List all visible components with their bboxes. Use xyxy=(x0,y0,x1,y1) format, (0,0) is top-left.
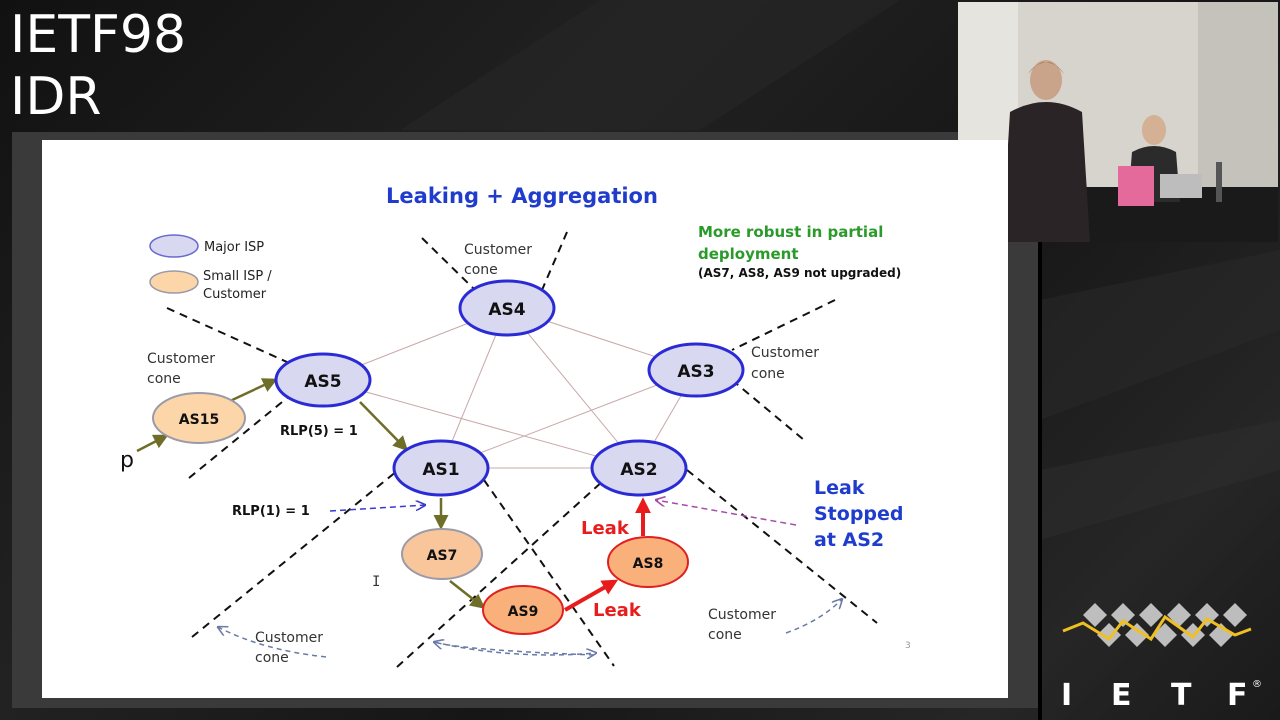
note-line1: More robust in partial xyxy=(698,223,883,241)
slide-page-number: 3 xyxy=(905,641,911,651)
logo-registered-mark: ® xyxy=(1252,679,1262,690)
cone-label-top-line2: cone xyxy=(464,262,498,278)
cone-label-left-line1: Customer xyxy=(147,351,215,367)
route-arrow xyxy=(450,581,483,607)
node-as3-label: AS3 xyxy=(677,362,714,382)
cone-label-bottom-right-line2: cone xyxy=(708,627,742,643)
cone-label-bottom-left-line2: cone xyxy=(255,650,289,666)
rlp5-label: RLP(5) = 1 xyxy=(280,424,358,439)
working-group-name: IDR xyxy=(10,67,102,127)
route-arrow xyxy=(230,380,275,401)
logo-letter-e: E xyxy=(1111,678,1132,713)
leak-stopped-line3: at AS2 xyxy=(814,529,884,551)
cone-boundary-line xyxy=(542,232,567,290)
text-cursor-icon: I xyxy=(372,574,380,590)
cone-label-left-line2: cone xyxy=(147,371,181,387)
rlp1-label: RLP(1) = 1 xyxy=(232,504,310,519)
node-as7-label: AS7 xyxy=(427,548,458,564)
leak-label-lower: Leak xyxy=(593,600,642,621)
note-line3: (AS7, AS8, AS9 not upgraded) xyxy=(698,266,901,280)
cone-label-bottom-left-line1: Customer xyxy=(255,630,323,646)
cone-boundary-line xyxy=(484,480,614,666)
legend-small-label-line1: Small ISP / xyxy=(203,269,272,284)
aggregation-diagram: Leaking + Aggregation Major ISP Small IS… xyxy=(42,140,1008,698)
session-name: IETF98 xyxy=(10,5,186,65)
cone-boundary-line xyxy=(732,380,804,440)
cone-boundary-line xyxy=(732,300,835,350)
legend-major-label: Major ISP xyxy=(204,240,264,255)
slide-title: Leaking + Aggregation xyxy=(386,184,658,208)
logo-letter-f: F xyxy=(1227,678,1248,713)
leak-stopped-line2: Stopped xyxy=(814,503,904,525)
cone-label-top-line1: Customer xyxy=(464,242,532,258)
logo-letter-i: I xyxy=(1061,678,1072,713)
node-as5-label: AS5 xyxy=(304,372,341,392)
node-as1-label: AS1 xyxy=(422,460,459,480)
route-arrow xyxy=(360,402,406,449)
node-as2-label: AS2 xyxy=(620,460,657,480)
slide: Leaking + Aggregation Major ISP Small IS… xyxy=(42,140,1008,698)
cone-label-bottom-right-line1: Customer xyxy=(708,607,776,623)
legend-major-swatch xyxy=(150,235,198,257)
cone-arrow xyxy=(434,642,596,655)
rlp1-arrow xyxy=(330,505,425,511)
legend-small-label-line2: Customer xyxy=(203,287,267,302)
cone-arrow xyxy=(434,642,594,655)
node-as9-label: AS9 xyxy=(508,604,539,620)
logo-letter-t: T xyxy=(1171,678,1192,713)
legend-small-swatch xyxy=(150,271,198,293)
cone-boundary-line xyxy=(192,467,402,637)
note-line2: deployment xyxy=(698,245,799,263)
node-as8-label: AS8 xyxy=(633,556,664,572)
cone-label-right-line2: cone xyxy=(751,366,785,382)
leak-stopped-arrow xyxy=(656,500,796,525)
node-as15-label: AS15 xyxy=(179,412,219,428)
route-arrow xyxy=(137,436,166,451)
ietf-logo: I E T F ® xyxy=(1055,595,1265,720)
cone-label-right-line1: Customer xyxy=(751,345,819,361)
node-as4-label: AS4 xyxy=(488,300,525,320)
leak-stopped-line1: Leak xyxy=(814,477,865,499)
leak-label-upper: Leak xyxy=(581,518,630,539)
cone-arrow xyxy=(786,599,842,633)
prefix-p-label: p xyxy=(120,448,134,473)
legend: Major ISP Small ISP / Customer xyxy=(150,235,272,302)
camera-divider xyxy=(1038,242,1042,720)
